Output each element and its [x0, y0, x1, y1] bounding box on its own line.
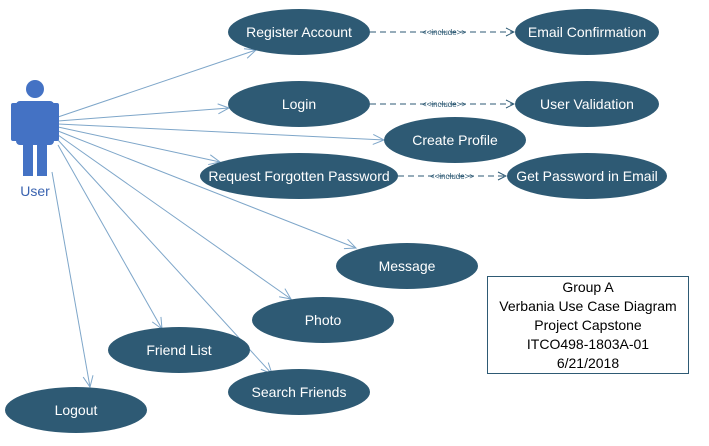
diagram-info-box: Group A Verbania Use Case Diagram Projec…	[487, 276, 689, 374]
usecase-user-validation[interactable]: User Validation	[515, 81, 659, 127]
info-group: Group A	[562, 278, 614, 295]
assoc-message	[57, 130, 358, 250]
info-title: Verbania Use Case Diagram	[499, 297, 677, 314]
assoc-photo	[57, 134, 292, 300]
usecase-message-label: Message	[379, 258, 436, 274]
assoc-register-account	[57, 48, 258, 118]
usecase-get-password-in-email-label: Get Password in Email	[516, 168, 658, 184]
usecase-create-profile[interactable]: Create Profile	[384, 117, 526, 163]
usecase-logout-label: Logout	[55, 402, 98, 418]
usecase-logout[interactable]: Logout	[5, 387, 147, 433]
include-label-2: <<include>>	[422, 100, 466, 109]
assoc-friend-list	[57, 144, 163, 331]
include-label-1: <<include>>	[422, 28, 466, 37]
info-course: ITCO498-1803A-01	[526, 335, 650, 352]
usecase-search-friends[interactable]: Search Friends	[228, 369, 370, 415]
usecase-search-friends-label: Search Friends	[252, 384, 347, 400]
actor-head	[26, 80, 44, 98]
usecase-register-account[interactable]: Register Account	[228, 9, 370, 55]
assoc-create-profile	[57, 123, 386, 145]
usecase-message[interactable]: Message	[336, 243, 478, 289]
usecase-request-forgotten-password[interactable]: Request Forgotten Password	[200, 153, 398, 199]
actor-torso	[16, 101, 54, 145]
include-label-3: <<include>>	[430, 172, 474, 181]
usecase-photo[interactable]: Photo	[252, 297, 394, 343]
actor-label: User	[20, 183, 50, 199]
usecase-photo-label: Photo	[305, 312, 342, 328]
association-lines	[51, 48, 386, 389]
assoc-request-forgotten-password	[57, 126, 222, 166]
usecase-login-label: Login	[282, 96, 316, 112]
info-project: Project Capstone	[534, 316, 642, 333]
usecase-email-confirmation-label: Email Confirmation	[528, 24, 646, 40]
assoc-login	[57, 103, 231, 122]
usecase-user-validation-label: User Validation	[540, 96, 634, 112]
actor-leg-left	[23, 140, 33, 176]
usecase-create-profile-label: Create Profile	[412, 132, 498, 148]
usecase-friend-list[interactable]: Friend List	[108, 327, 250, 373]
usecase-get-password-in-email[interactable]: Get Password in Email	[507, 153, 667, 199]
actor-user[interactable]: User	[11, 80, 59, 199]
usecase-login[interactable]: Login	[228, 81, 370, 127]
include-relations: <<include>> <<include>> <<include>>	[370, 28, 514, 181]
actor-arm-left	[11, 103, 18, 141]
actor-leg-right	[37, 140, 47, 176]
usecase-friend-list-label: Friend List	[146, 342, 211, 358]
usecase-email-confirmation[interactable]: Email Confirmation	[515, 9, 659, 55]
assoc-search-friends	[57, 139, 273, 375]
info-date: 6/21/2018	[556, 354, 620, 371]
usecase-register-account-label: Register Account	[246, 24, 352, 40]
usecase-request-forgotten-password-label: Request Forgotten Password	[208, 168, 389, 184]
actor-arm-right	[52, 103, 59, 141]
assoc-logout	[51, 171, 94, 389]
